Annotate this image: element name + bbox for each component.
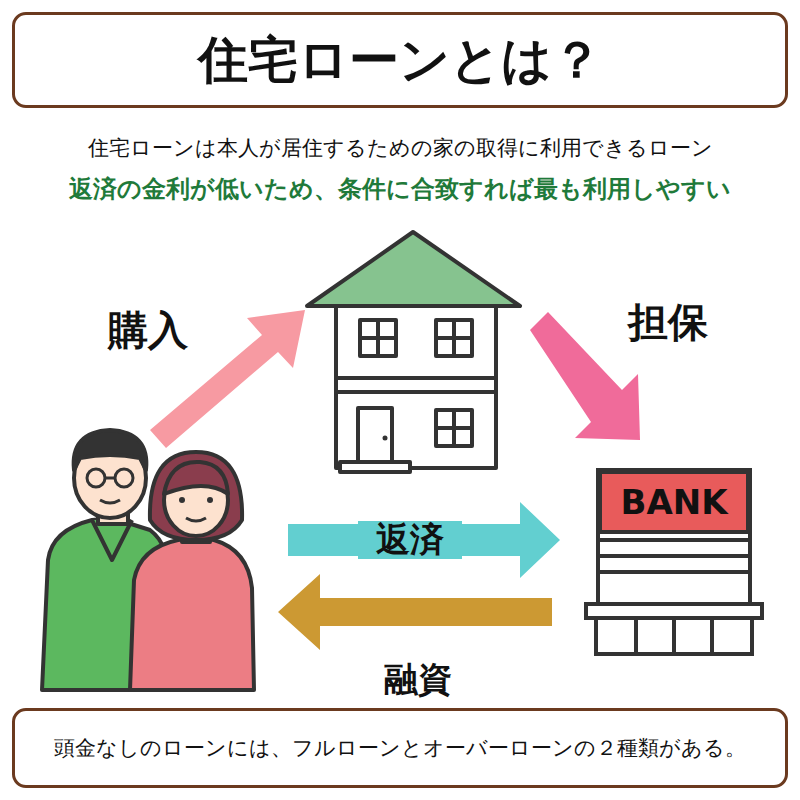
- highlight: 返済の金利が低いため、条件に合致すれば最も利用しやすい: [69, 176, 731, 204]
- couple: [42, 430, 254, 690]
- caption-box: 頭金なしのローンには、フルローンとオーバーローンの２種類がある。: [12, 708, 788, 788]
- subtitle: 住宅ローンは本人が居住するための家の取得に利用できるローン: [88, 136, 713, 160]
- arrow-label: 融資: [384, 660, 452, 699]
- title: 住宅ローンとは？: [198, 27, 602, 94]
- repay-arrow: [288, 502, 560, 578]
- arrow-label: 担保: [628, 299, 708, 345]
- bank-sign: BANK: [598, 470, 750, 534]
- arrow-label: 購入: [108, 307, 188, 353]
- collateral-arrow: [530, 312, 640, 440]
- house: [307, 232, 520, 472]
- bank-label: BANK: [620, 482, 727, 522]
- bank-building: [586, 470, 762, 654]
- arrow-label: 返済: [376, 520, 444, 559]
- title-box: 住宅ローンとは？: [12, 12, 788, 108]
- caption: 頭金なしのローンには、フルローンとオーバーローンの２種類がある。: [54, 734, 746, 762]
- loan-arrow: [278, 574, 552, 650]
- label-patch: [358, 521, 462, 559]
